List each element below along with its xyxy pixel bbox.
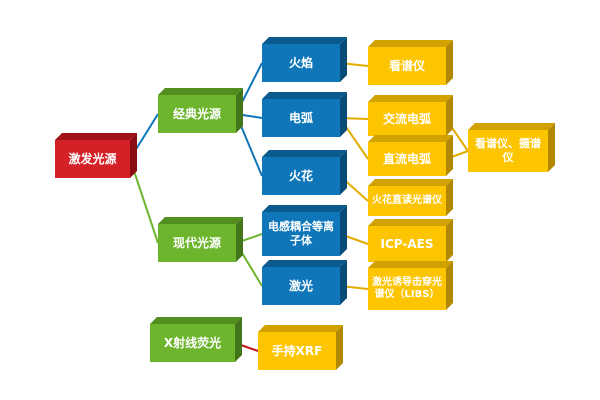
node-spectroscope-spectrograph: 看谱仪、摄谱仪 — [468, 130, 548, 172]
node-spark: 火花 — [262, 157, 340, 195]
node-laser: 激光 — [262, 267, 340, 305]
node-label: 电感耦合等离子体 — [268, 220, 334, 247]
node-label: 交流电弧 — [382, 111, 431, 126]
node-label: 直流电弧 — [382, 151, 431, 166]
node-modern-source: 现代光源 — [158, 224, 236, 262]
node-label: 火花直读光谱仪 — [372, 194, 442, 206]
node-icp-aes: ICP-AES — [368, 226, 446, 262]
node-libs: 激光诱导击穿光谱仪（LIBS） — [368, 268, 446, 310]
node-label: 现代光源 — [172, 235, 221, 250]
node-label: 激光诱导击穿光谱仪（LIBS） — [372, 276, 442, 301]
node-ac-arc: 交流电弧 — [368, 102, 446, 136]
node-spectroscope: 看谱仪 — [368, 47, 446, 85]
node-excitation-source: 激发光源 — [55, 140, 130, 178]
node-label: 火焰 — [288, 55, 313, 70]
node-arc: 电弧 — [262, 99, 340, 137]
node-handheld-xrf: 手持XRF — [258, 332, 336, 370]
node-label: X射线荧光 — [163, 335, 222, 350]
node-label: 火花 — [288, 168, 313, 183]
node-label: 激发光源 — [68, 151, 117, 166]
node-label: 手持XRF — [271, 343, 323, 358]
node-label: 经典光源 — [172, 106, 221, 121]
node-label: 看谱仪 — [388, 58, 425, 73]
node-dc-arc: 直流电弧 — [368, 142, 446, 176]
node-label: 看谱仪、摄谱仪 — [475, 137, 541, 164]
node-label: 电弧 — [288, 110, 313, 125]
node-label: 激光 — [288, 278, 313, 293]
node-flame: 火焰 — [262, 44, 340, 82]
node-classic-source: 经典光源 — [158, 95, 236, 133]
node-label: ICP-AES — [380, 236, 434, 251]
node-xray-fluorescence: X射线荧光 — [150, 324, 235, 362]
node-icp: 电感耦合等离子体 — [262, 212, 340, 256]
node-spark-oes: 火花直读光谱仪 — [368, 186, 446, 216]
